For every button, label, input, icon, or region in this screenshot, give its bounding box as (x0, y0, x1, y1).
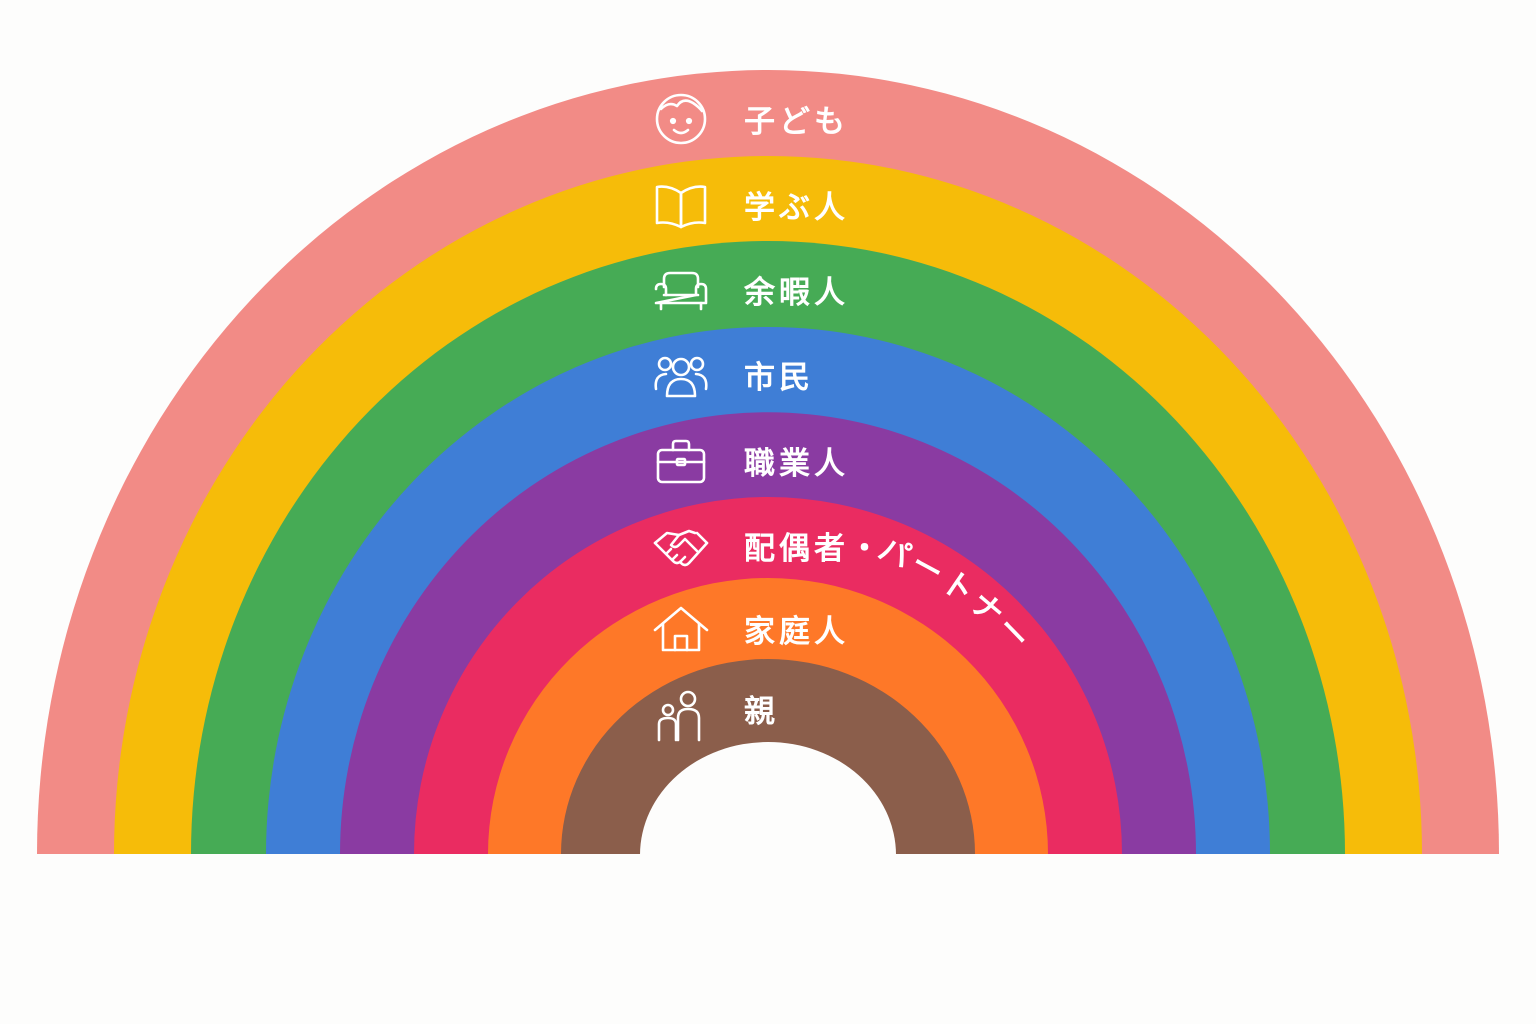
label-citizen: 市民 (744, 360, 814, 396)
label-parent: 親 (744, 694, 779, 730)
label-worker: 職業人 (744, 446, 849, 482)
rainbow-center (640, 742, 896, 855)
label-child: 子ども (744, 104, 849, 140)
label-spouse: 配偶者・ (744, 531, 884, 567)
briefcase-icon (656, 439, 706, 484)
house-icon (653, 606, 709, 652)
label-homemaker: 家庭人 (744, 614, 849, 650)
handshake-icon (653, 529, 709, 567)
parent-child-icon (657, 690, 701, 742)
sofa-icon (654, 271, 708, 311)
child-face-icon (655, 93, 707, 145)
rainbow-bands (37, 70, 1499, 855)
label-leisurite: 余暇人 (743, 275, 849, 311)
label-student: 学ぶ人 (744, 190, 849, 226)
people-group-icon (654, 356, 708, 398)
open-book-icon (655, 185, 707, 229)
